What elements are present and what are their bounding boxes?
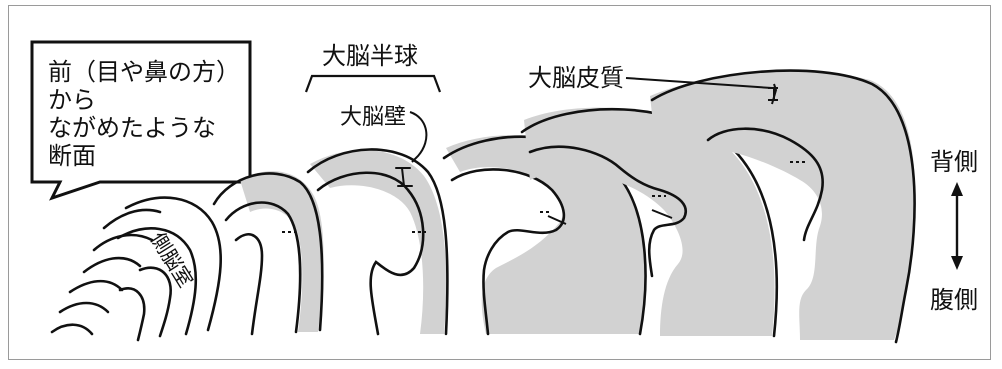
wall-leader-line	[409, 111, 428, 163]
callout-line-2: から	[48, 86, 96, 114]
ventral-label: 腹側	[930, 286, 978, 314]
cortex-leader-line	[625, 77, 773, 89]
lateral-ventricle-label: 側脳室	[146, 228, 198, 292]
callout-line-4: 断面	[48, 142, 96, 170]
hemisphere-bracket	[304, 74, 442, 93]
stage-3-section	[306, 148, 449, 336]
callout: 前（目や鼻の方） から ながめたような 断面	[30, 40, 252, 201]
dorsal-ventral-arrow	[951, 182, 963, 270]
cortex-bracket	[768, 87, 778, 101]
callout-line-3: ながめたような	[48, 114, 216, 142]
stage-1-section	[50, 196, 222, 342]
cerebral-cortex-label: 大脳皮質	[528, 64, 624, 92]
cerebral-hemisphere-label: 大脳半球	[322, 42, 418, 70]
dorsal-label: 背側	[930, 148, 978, 176]
stage-2-section	[212, 171, 324, 336]
stage-6-section	[650, 69, 916, 344]
callout-line-1: 前（目や鼻の方）	[48, 58, 240, 86]
callout-box	[30, 40, 252, 201]
cerebral-wall-label: 大脳壁	[340, 105, 406, 130]
